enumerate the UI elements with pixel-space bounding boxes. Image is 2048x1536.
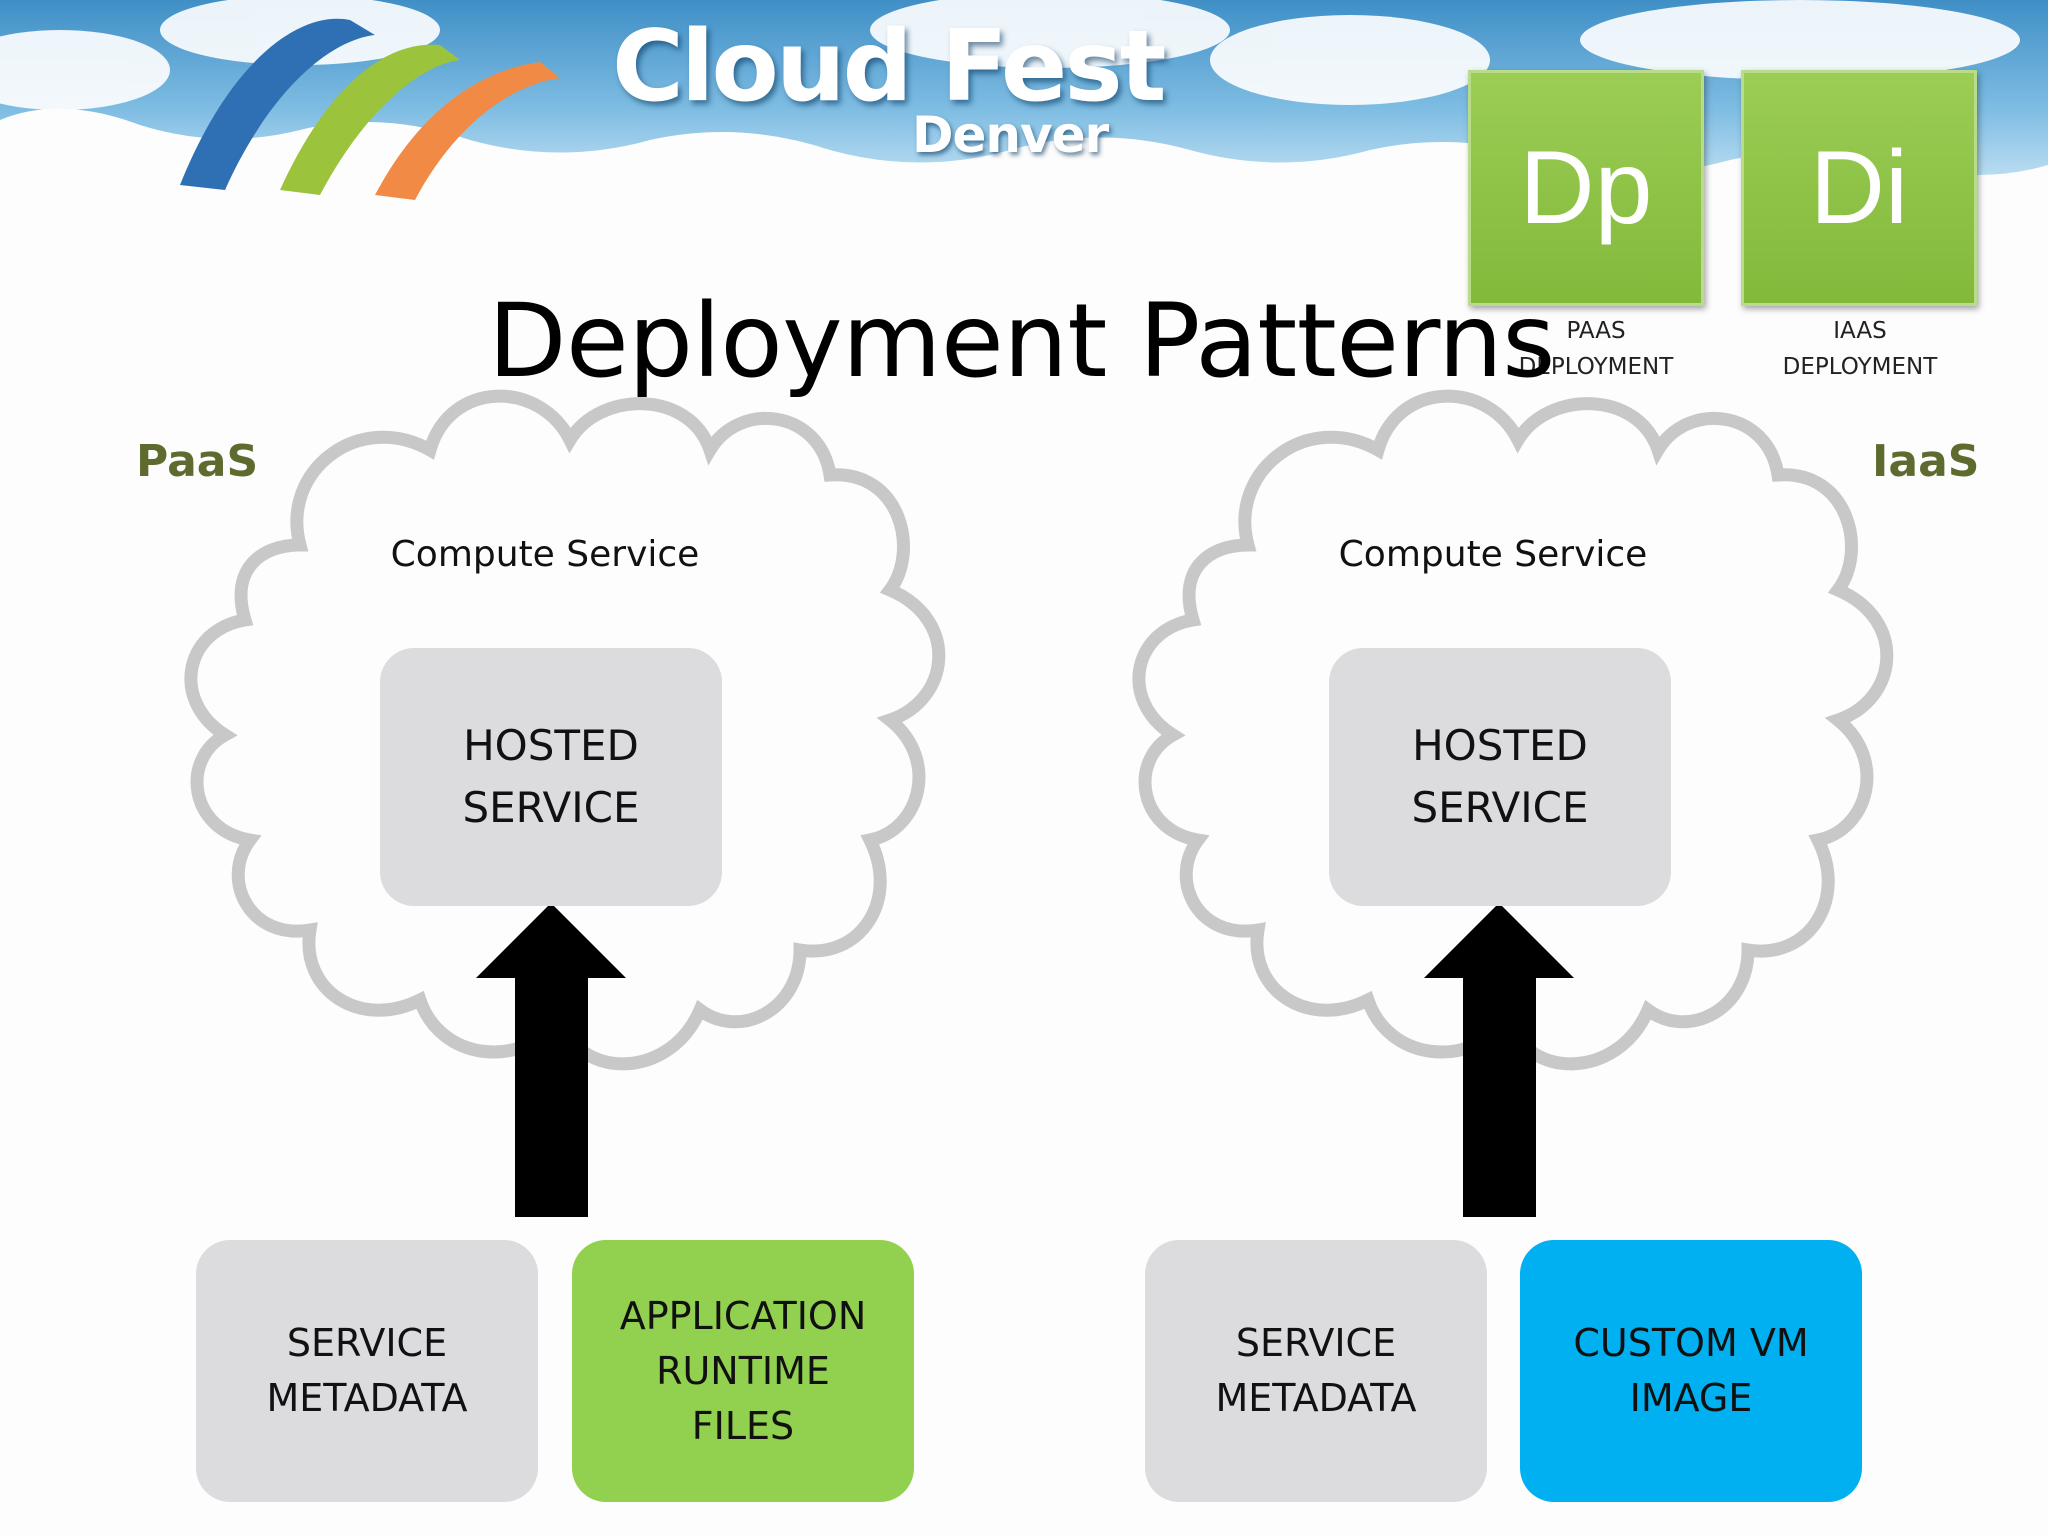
- page-title: Deployment Patterns: [488, 282, 1555, 401]
- logo-subtitle: Denver: [912, 106, 1109, 164]
- tile-symbol-di: Di: [1809, 129, 1909, 246]
- paas-hosted-service-label: HOSTED SERVICE: [462, 721, 640, 832]
- paas-hosted-service-box: HOSTED SERVICE: [380, 648, 722, 906]
- iaas-hosted-service-label: HOSTED SERVICE: [1411, 721, 1589, 832]
- tile-symbol-dp: Dp: [1519, 129, 1653, 246]
- paas-application-runtime-files-box: APPLICATION RUNTIME FILES: [572, 1240, 914, 1502]
- iaas-service-metadata-box: SERVICE METADATA: [1145, 1240, 1487, 1502]
- iaas-cloud-outline: [1132, 389, 1894, 1071]
- logo-arches: [180, 18, 560, 200]
- paas-service-metadata-label: SERVICE METADATA: [266, 1321, 468, 1420]
- paas-upload-arrow: [476, 903, 626, 1217]
- tile-caption-paas: PAAS DEPLOYMENT: [1518, 318, 1674, 380]
- iaas-custom-vm-image-label: CUSTOM VM IMAGE: [1573, 1321, 1809, 1420]
- logo-title: Cloud Fest: [612, 10, 1166, 124]
- iaas-label: IaaS: [1872, 436, 1980, 487]
- tile-paas-deployment[interactable]: Dp: [1468, 70, 1704, 306]
- paas-compute-service-label: Compute Service: [390, 534, 700, 575]
- paas-application-runtime-files-label: APPLICATION RUNTIME FILES: [619, 1293, 867, 1448]
- iaas-hosted-service-box: HOSTED SERVICE: [1329, 648, 1671, 906]
- iaas-compute-service-label: Compute Service: [1338, 534, 1648, 575]
- iaas-custom-vm-image-box: CUSTOM VM IMAGE: [1520, 1240, 1862, 1502]
- tile-caption-iaas: IAAS DEPLOYMENT: [1782, 318, 1938, 380]
- tile-iaas-deployment[interactable]: Di: [1741, 70, 1977, 306]
- paas-label: PaaS: [136, 436, 259, 487]
- iaas-service-metadata-label: SERVICE METADATA: [1215, 1321, 1417, 1420]
- iaas-upload-arrow: [1424, 903, 1574, 1217]
- paas-cloud-outline: [184, 389, 946, 1071]
- paas-service-metadata-box: SERVICE METADATA: [196, 1240, 538, 1502]
